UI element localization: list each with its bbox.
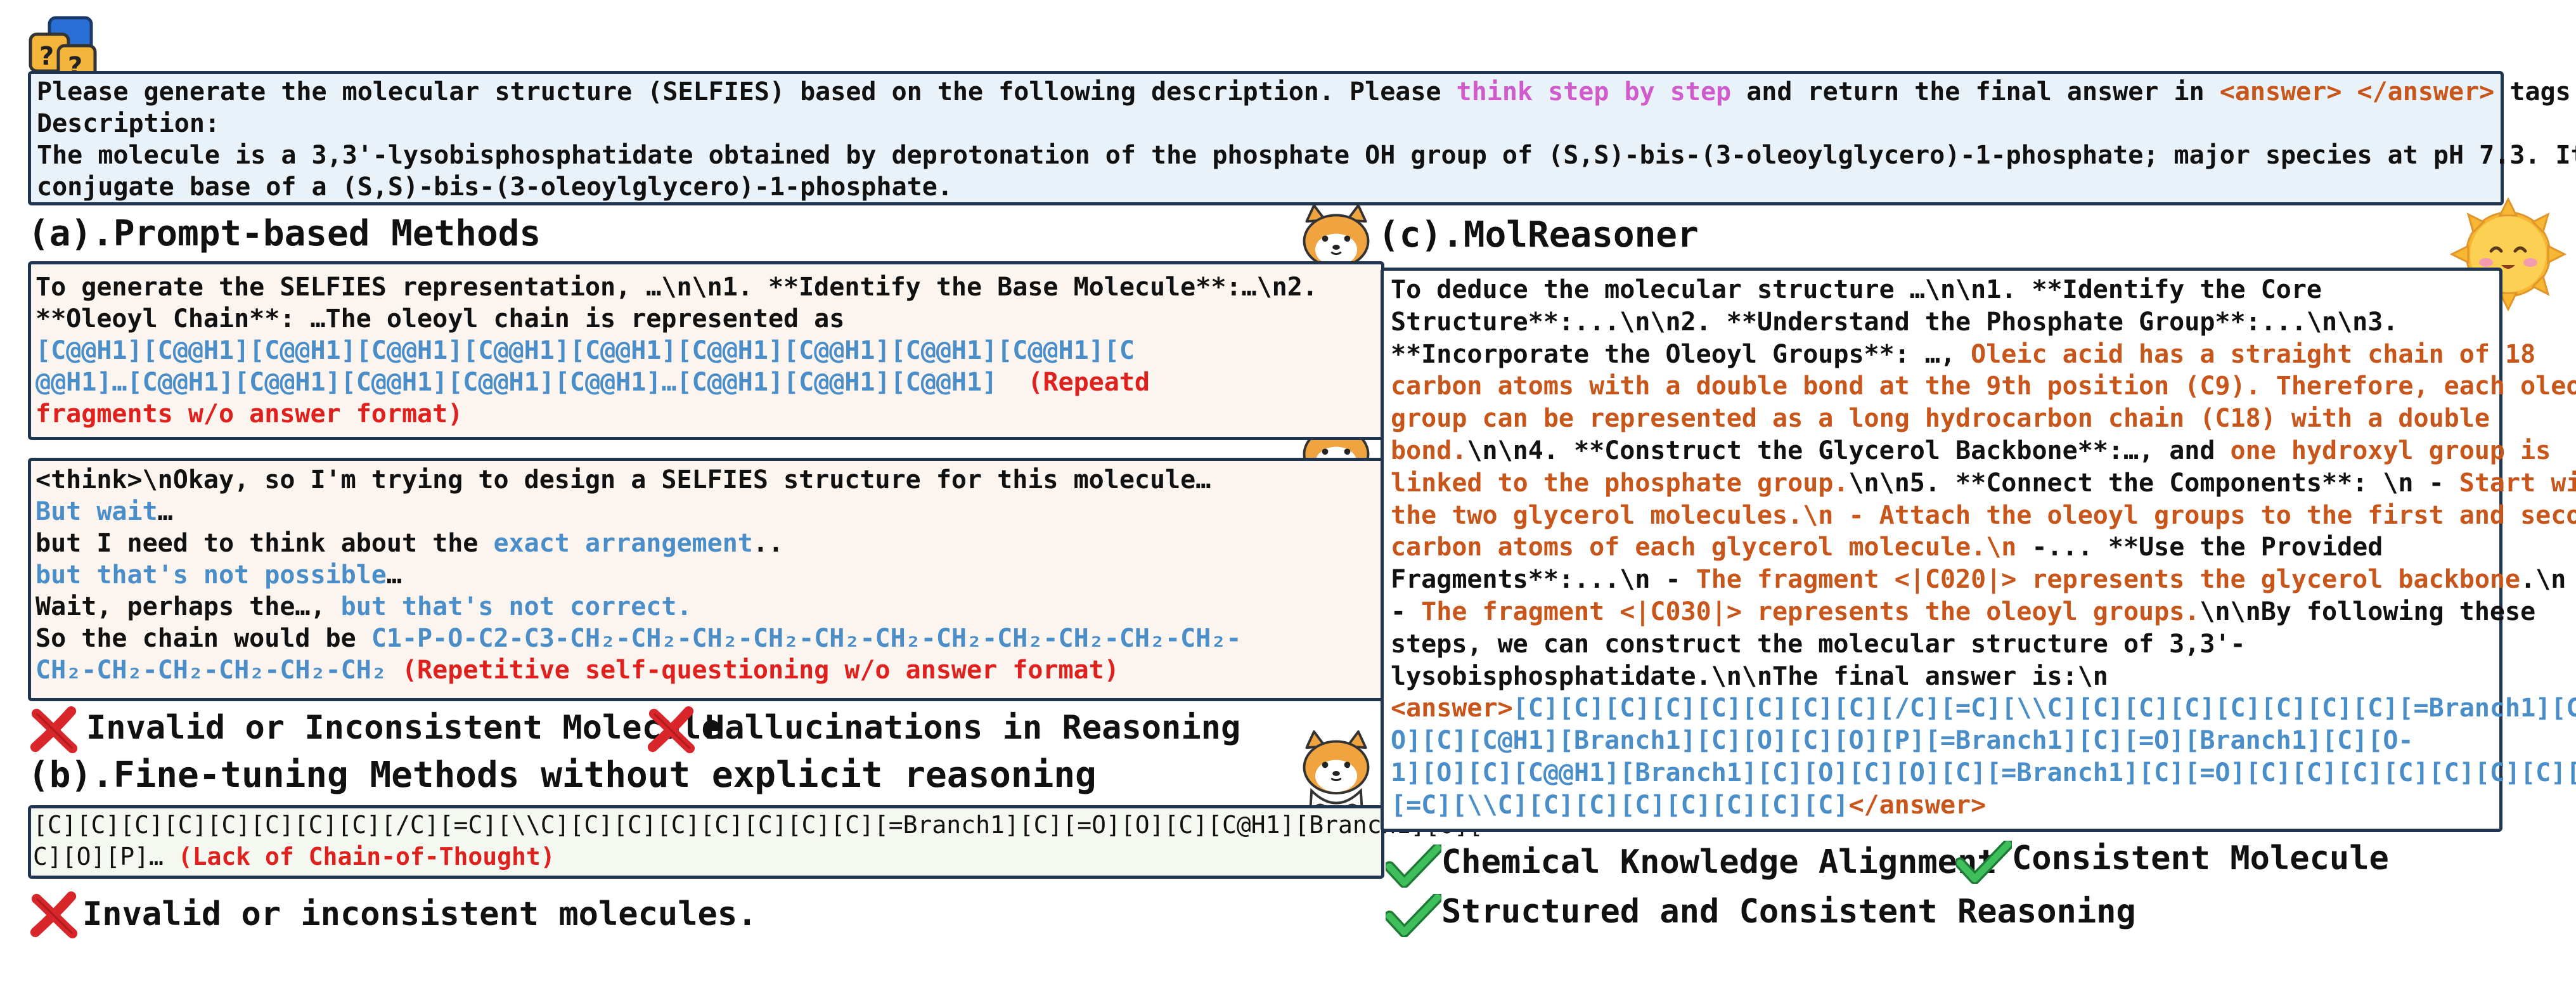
reasoning-segment: <answer> xyxy=(1391,694,1513,723)
reasoning-segment: 1][O][C][C@@H1][Branch1][C][O][C][O][C][… xyxy=(1391,758,2576,787)
reasoning-line: carbon atoms of each glycerol molecule.\… xyxy=(1391,531,2576,564)
shiba-dog-icon xyxy=(1293,728,1379,817)
reasoning-line: [=C][\\C][C][C][C][C][C][C][C]</answer> xyxy=(1391,789,2576,822)
reasoning-line: lysobisphosphatidate.\n\nThe final answe… xyxy=(1391,661,2576,693)
green-check-icon xyxy=(1386,845,1441,888)
reasoning-line: **Incorporate the Oleoyl Groups**: …, Ol… xyxy=(1391,339,2576,371)
red-cross-icon xyxy=(29,890,79,940)
red-cross-icon xyxy=(647,705,696,754)
reasoning-line: <answer>[C][C][C][C][C][C][C][C][/C][=C]… xyxy=(1391,692,2576,725)
reasoning-segment: group can be represented as a long hydro… xyxy=(1391,404,2490,434)
reasoning-segment: To deduce the molecular structure …\n\n1… xyxy=(1391,275,2322,304)
reasoning-line: Fragments**:...\n - The fragment <|C020|… xyxy=(1391,564,2576,596)
reasoning-line: Structure**:...\n\n2. **Understand the P… xyxy=(1391,306,2576,339)
reasoning-segment: \n\nBy following these xyxy=(2199,597,2536,626)
reasoning-line: 1][O][C][C@@H1][Branch1][C][O][C][O][C][… xyxy=(1391,757,2576,789)
reasoning-segment: linked to the phosphate group. xyxy=(1391,468,1849,498)
reasoning-segment: one hydroxyl group is xyxy=(2230,436,2551,465)
reasoning-segment: O][C][C@H1][Branch1][C][O][C][O][P][=Bra… xyxy=(1391,726,2414,756)
reasoning-line: bond.\n\n4. **Construct the Glycerol Bac… xyxy=(1391,435,2576,467)
reasoning-segment: lysobisphosphatidate.\n\nThe final answe… xyxy=(1391,661,2108,691)
question-prompt-text: Please generate the molecular structure … xyxy=(37,77,2576,202)
reasoning-segment: bond. xyxy=(1391,436,1467,465)
finetune-output: [C][C][C][C][C][C][C][C][/C][=C][\\C][C]… xyxy=(33,811,1483,871)
reasoning-line: To deduce the molecular structure …\n\n1… xyxy=(1391,274,2576,306)
green-check-icon xyxy=(1956,841,2012,884)
success-label-structured-reasoning: Structured and Consistent Reasoning xyxy=(1441,893,2136,931)
prompt-method-output-2: <think>\nOkay, so I'm trying to design a… xyxy=(35,465,1242,685)
reasoning-segment: carbon atoms of each glycerol molecule.\… xyxy=(1391,533,2017,562)
reasoning-segment: **Incorporate the Oleoyl Groups**: …, xyxy=(1391,339,1971,369)
reasoning-segment: The fragment <|C030|> represents the ole… xyxy=(1421,597,2200,626)
success-label-knowledge-alignment: Chemical Knowledge Alignment xyxy=(1441,843,1997,881)
molreasoner-output-box xyxy=(1381,268,2502,832)
reasoning-segment: Structure**:...\n\n2. **Understand the P… xyxy=(1391,307,2399,337)
reasoning-segment: .\n xyxy=(2520,565,2566,595)
reasoning-segment: [=C][\\C][C][C][C][C][C][C][C] xyxy=(1391,790,1849,820)
reasoning-line: O][C][C@H1][Branch1][C][O][C][O][P][=Bra… xyxy=(1391,725,2576,757)
reasoning-line: carbon atoms with a double bond at the 9… xyxy=(1391,370,2576,403)
reasoning-segment: [C][C][C][C][C][C][C][C][/C][=C][\\C][C]… xyxy=(1512,694,2576,723)
reasoning-line: the two glycerol molecules.\n - Attach t… xyxy=(1391,500,2576,532)
svg-text:?: ? xyxy=(39,42,54,71)
reasoning-segment: Start with xyxy=(2459,468,2576,498)
reasoning-line: linked to the phosphate group.\n\n5. **C… xyxy=(1391,467,2576,500)
finetune-output-box xyxy=(28,805,1384,879)
green-check-icon xyxy=(1386,894,1441,937)
reasoning-segment: - xyxy=(1391,597,1422,626)
section-a-title: (a).Prompt-based Methods xyxy=(28,213,541,254)
reasoning-segment: steps, we can construct the molecular st… xyxy=(1391,629,2246,659)
reasoning-line: - The fragment <|C030|> represents the o… xyxy=(1391,596,2576,628)
reasoning-segment: -... **Use the Provided xyxy=(2016,533,2383,562)
failure-label-invalid-molecule: Invalid or Inconsistent Molecule xyxy=(86,709,721,747)
prompt-method-output-box-1 xyxy=(28,261,1384,440)
reasoning-segment: the two glycerol molecules.\n - Attach t… xyxy=(1391,500,2576,530)
reasoning-segment: Fragments**:...\n - xyxy=(1391,565,1696,595)
section-b-title: (b).Fine-tuning Methods without explicit… xyxy=(28,754,1097,796)
red-cross-icon xyxy=(29,705,79,754)
molreasoner-output: To deduce the molecular structure …\n\n1… xyxy=(1391,274,2576,822)
success-label-consistent-molecule: Consistent Molecule xyxy=(2012,839,2389,877)
section-c-title: (c).MolReasoner xyxy=(1378,214,1699,256)
reasoning-segment: Oleic acid has a straight chain of 18 xyxy=(1971,339,2536,369)
failure-label-hallucinations: Hallucinations in Reasoning xyxy=(705,709,1241,747)
reasoning-segment: \n\n4. **Construct the Glycerol Backbone… xyxy=(1467,436,2231,465)
failure-label-invalid-molecules: Invalid or inconsistent molecules. xyxy=(82,895,757,933)
reasoning-segment: The fragment <|C020|> represents the gly… xyxy=(1696,565,2521,595)
prompt-method-output-1: To generate the SELFIES representation, … xyxy=(35,273,1318,429)
reasoning-segment: \n\n5. **Connect the Components**: \n - xyxy=(1848,468,2459,498)
reasoning-segment: carbon atoms with a double bond at the 9… xyxy=(1391,372,2576,401)
reasoning-line: steps, we can construct the molecular st… xyxy=(1391,628,2576,661)
reasoning-segment: </answer> xyxy=(1848,790,1987,820)
reasoning-line: group can be represented as a long hydro… xyxy=(1391,403,2576,435)
question-prompt-box xyxy=(28,71,2504,205)
